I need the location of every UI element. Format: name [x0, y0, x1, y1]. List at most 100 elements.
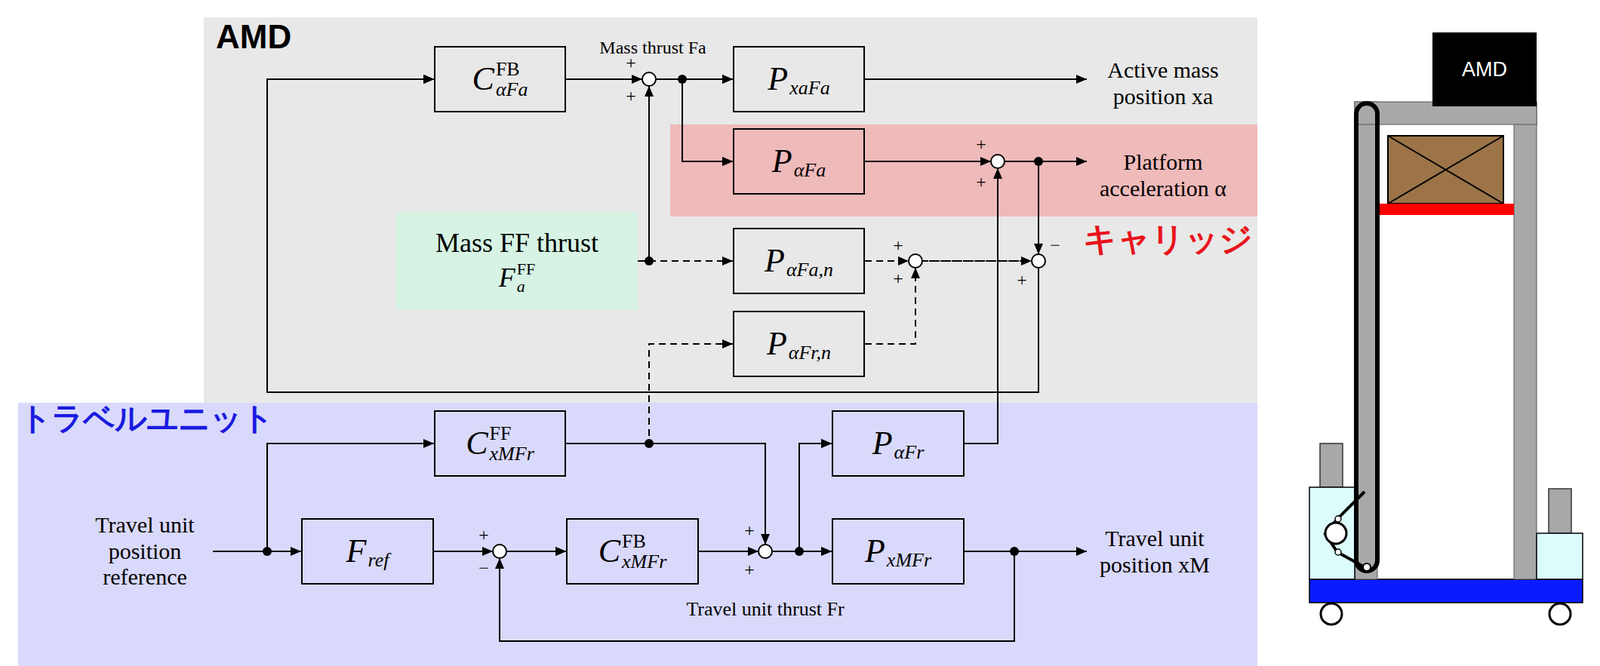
motor [1320, 443, 1343, 488]
subscript: αFr [894, 442, 925, 463]
branch-dot [262, 547, 272, 557]
subscript: xMFr [886, 550, 932, 571]
signal-label: Active mass position xa [1098, 57, 1228, 110]
pulley [1325, 523, 1347, 545]
math-group: PαFr [872, 424, 925, 463]
load-cross [1387, 135, 1504, 204]
subscript: αFr,n [788, 342, 831, 364]
signal-wire [212, 550, 302, 553]
sign-label: + [625, 86, 637, 108]
drive-box [1309, 487, 1355, 580]
signal-wire [864, 78, 1087, 80]
drive-box [1536, 533, 1583, 580]
subscript: αFa,n [786, 259, 834, 280]
filter-box: Fref [301, 518, 434, 585]
index-stack: FFxMFr [489, 423, 535, 465]
sign-label: + [975, 134, 987, 156]
belt-path [1325, 492, 1365, 568]
feedforward-input-box: Mass FF thrustFFFa [396, 212, 638, 311]
sign-label: + [744, 520, 755, 542]
superscript: FB [495, 58, 520, 80]
summing-junction [642, 72, 656, 87]
math-symbol: P [764, 244, 785, 278]
input-title: Mass FF thrust [435, 227, 599, 260]
index-stack: αFa [793, 141, 827, 181]
box-content: CFBαFa [472, 58, 529, 101]
math-symbol: C [472, 62, 495, 96]
math-group: PxaFa [767, 59, 830, 99]
index-stack: αFr [894, 424, 925, 463]
superscript: FF [489, 423, 512, 444]
index-stack: xMFr [886, 532, 932, 571]
sign-label: + [975, 172, 987, 194]
branch-dot [1033, 156, 1044, 167]
controller-box: CFBαFa [433, 46, 567, 113]
superscript: FB [621, 531, 647, 552]
signal-label: Travel unit position reference [80, 512, 210, 591]
index-stack: FFa [516, 260, 536, 296]
subscript: αFa [495, 79, 529, 100]
branch-dot [1009, 547, 1019, 557]
sign-label: Mass thrust Fa [599, 37, 706, 59]
math-symbol: C [598, 535, 621, 569]
math-group: PxMFr [864, 532, 932, 571]
wheel [1320, 603, 1342, 625]
sign-label: + [478, 525, 490, 547]
pulley [1363, 563, 1371, 572]
subscript: xMFr [489, 443, 535, 465]
math-group: CFFxMFr [465, 423, 535, 465]
plant-box: PαFr [831, 410, 965, 477]
sign-label: + [892, 268, 904, 290]
superscript: FF [516, 260, 536, 278]
branch-dot [644, 439, 654, 449]
math-symbol: P [767, 62, 788, 96]
region-title: トラベルユニット [19, 403, 274, 435]
box-content: Fref [346, 532, 390, 571]
travel-unit-region: トラベルユニットCFFxMFrPαFrFrefCFBxMFrPxMFr [18, 403, 1258, 666]
math-group: Fref [346, 532, 390, 571]
controller-box: CFFxMFr [433, 410, 567, 477]
summing-junction [1031, 254, 1046, 268]
math-symbol: P [872, 427, 893, 461]
index-stack: αFr,n [788, 324, 831, 364]
model-box: PαFa,n [732, 227, 865, 295]
box-content: PαFr,n [766, 324, 831, 364]
math-symbol: F [498, 264, 516, 292]
summing-junction [990, 154, 1005, 169]
summing-junction [758, 544, 773, 559]
math-group: PαFa [772, 141, 826, 181]
branch-dot [644, 256, 654, 266]
pulley [1335, 549, 1342, 556]
branch-dot [794, 547, 804, 557]
box-content: PαFa [772, 141, 826, 181]
model-box: PαFr,n [732, 310, 865, 378]
box-content: Mass FF thrustFFFa [435, 227, 599, 295]
box-content: PαFr [872, 424, 925, 463]
sign-label: + [892, 235, 904, 257]
index-stack: ref [367, 532, 389, 571]
sign-label: − [478, 558, 490, 580]
motor [1548, 489, 1572, 534]
index-stack: FBxMFr [621, 531, 667, 573]
box-content: PxMFr [864, 532, 932, 571]
signal-label: Travel unit thrust Fr [674, 598, 856, 622]
index-stack: xaFa [789, 59, 830, 99]
signal-label: Travel unit position xM [1090, 526, 1219, 579]
region-title: AMD [215, 18, 292, 56]
index-stack: FBαFa [495, 58, 529, 101]
summing-junction [908, 254, 923, 268]
signal-wire [1014, 550, 1087, 553]
carriage-shelf [1377, 203, 1514, 216]
index-stack: αFa,n [786, 241, 834, 280]
math-group: PαFa,n [764, 241, 834, 280]
subscript: xaFa [789, 77, 830, 99]
subscript: a [516, 277, 526, 296]
region-title: キャリッジ [1083, 221, 1253, 258]
sign-label: − [1049, 235, 1061, 257]
base [1309, 579, 1583, 604]
math-group: FFFa [498, 260, 536, 296]
box-content: CFFxMFr [465, 423, 535, 465]
math-group: CFBxMFr [598, 531, 668, 573]
unit-name: AMD [1461, 57, 1508, 82]
math-group: CFBαFa [472, 58, 529, 101]
